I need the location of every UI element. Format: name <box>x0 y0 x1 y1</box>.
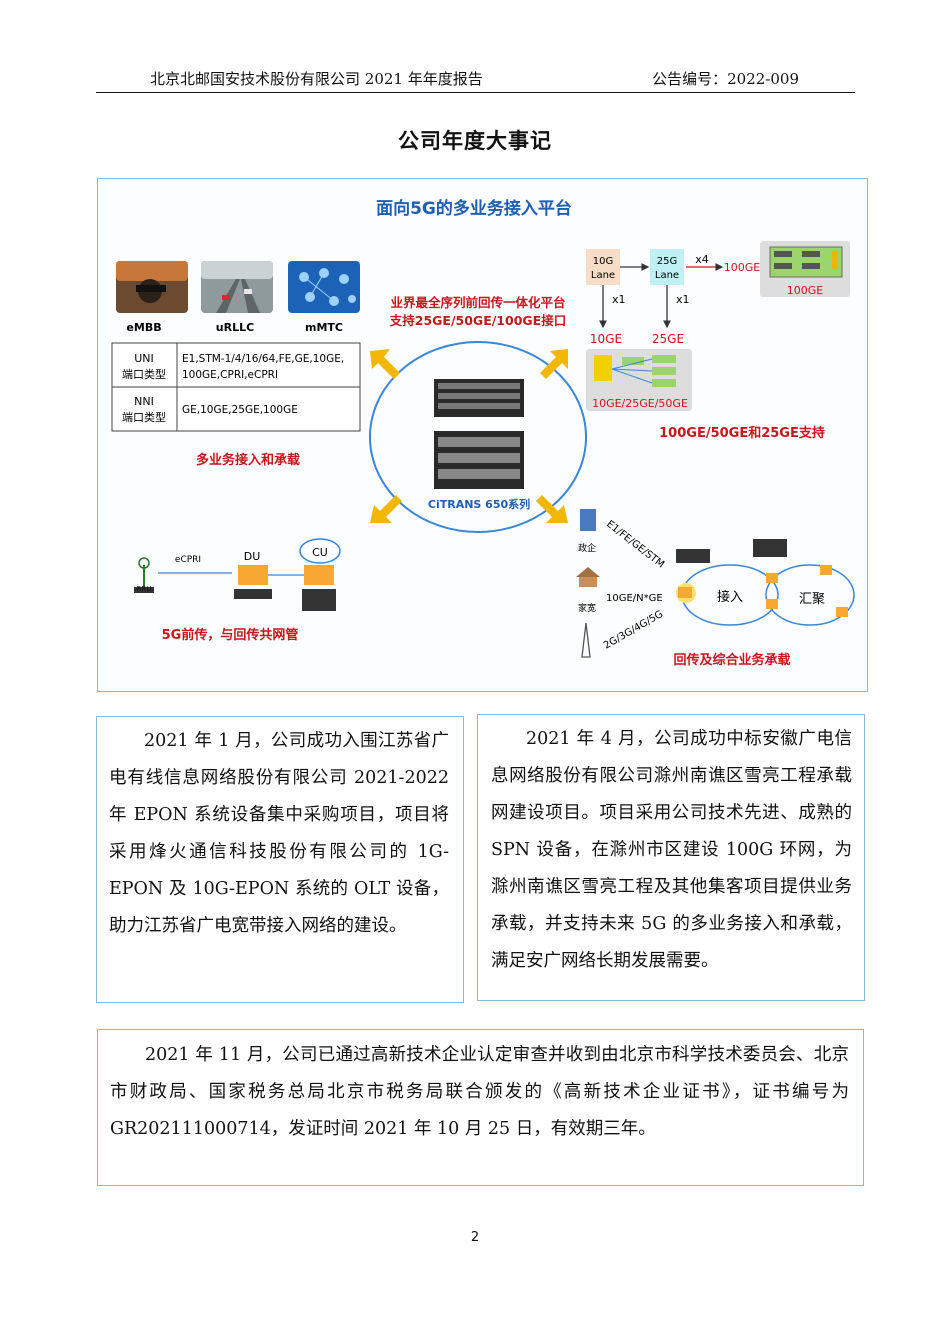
link-mobile: 2G/3G/4G/5G <box>602 609 665 652</box>
event-box-january: 2021 年 1 月，公司成功入围江苏省广电有线信息网络股份有限公司 2021-… <box>96 716 464 1003</box>
uni-values-2: 100GE,CPRI,eCPRI <box>182 369 278 381</box>
lane-10g-1: 10G <box>593 256 613 267</box>
nni-values: GE,10GE,25GE,100GE <box>182 404 298 416</box>
notice-number: 公告编号：2022-009 <box>652 70 799 88</box>
lane-25g-1: 25G <box>657 256 677 267</box>
mmtc-image <box>288 261 360 313</box>
du-box <box>238 565 268 585</box>
backhaul-caption: 回传及综合业务承载 <box>673 652 790 668</box>
embb-image <box>116 261 188 313</box>
board-100ge-label: 100GE <box>787 284 824 297</box>
home-icon <box>576 567 600 587</box>
page-number: 2 <box>470 1230 480 1245</box>
ecpri-label: eCPRI <box>175 555 201 565</box>
ge25-label: 25GE <box>652 332 684 346</box>
center-caption-1: 业界最全序列前回传一体化平台 <box>390 295 565 310</box>
scenario-embb: eMBB <box>126 321 161 334</box>
aggregation-label: 汇聚 <box>799 592 825 607</box>
du-label: DU <box>244 550 261 563</box>
link-gov: E1/FE/GE/STM <box>604 519 666 571</box>
ge10-label: 10GE <box>590 332 622 346</box>
uni-values-1: E1,STM-1/4/16/64,FE,GE,10GE, <box>182 353 344 365</box>
cu-cloud: CU <box>299 538 341 564</box>
access-label: 接入 <box>717 589 743 605</box>
arrows <box>370 349 568 523</box>
board-100ge <box>760 241 850 297</box>
rru-label: RRU <box>137 585 152 593</box>
lane-10g-2: Lane <box>591 270 615 281</box>
center-caption-2: 支持25GE/50GE/100GE接口 <box>389 313 566 328</box>
page-header: 北京北邮国安技术股份有限公司 2021 年年度报告 公告编号：2022-009 <box>96 64 855 93</box>
left-caption: 多业务接入和承载 <box>196 452 300 468</box>
uni-label-1: UNI <box>134 352 154 365</box>
device-label: CiTRANS 650系列 <box>428 497 530 511</box>
nni-label-1: NNI <box>134 395 154 408</box>
x1a-label: x1 <box>612 293 626 306</box>
lane-10g-box <box>586 249 620 285</box>
board-multi <box>586 349 692 411</box>
citrans-device <box>434 379 524 489</box>
home-label: 家宽 <box>578 602 596 614</box>
page-title: 公司年度大事记 <box>398 129 552 153</box>
aggregation-ring <box>765 564 855 626</box>
out-100ge: 100GE <box>724 261 761 274</box>
center-ring <box>369 341 587 533</box>
lane-25g-box <box>650 249 684 285</box>
gov-label: 政企 <box>578 542 596 554</box>
fronthaul-caption: 5G前传，与回传共网管 <box>162 627 299 643</box>
scenario-urllc: uRLLC <box>216 321 254 334</box>
scenario-mmtc: mMTC <box>305 321 343 334</box>
link-home: 10GE/N*GE <box>606 593 663 604</box>
cu-label: CU <box>312 546 328 559</box>
event-april-text: 2021 年 4 月，公司成功中标安徽广电信息网络股份有限公司滁州南谯区雪亮工程… <box>491 729 852 971</box>
right-caption: 100GE/50GE和25GE支持 <box>659 425 825 441</box>
gov-icon <box>580 509 596 531</box>
event-box-april: 2021 年 4 月，公司成功中标安徽广电信息网络股份有限公司滁州南谯区雪亮工程… <box>477 714 865 1001</box>
x1b-label: x1 <box>676 293 690 306</box>
rru-icon <box>134 557 154 593</box>
platform-diagram: 面向5G的多业务接入平台 eMBB uRLLC mMTC <box>97 178 868 692</box>
uni-label-2: 端口类型 <box>122 367 166 381</box>
nni-label-2: 端口类型 <box>122 410 166 424</box>
board-multi-label: 10GE/25GE/50GE <box>592 397 688 410</box>
report-title: 北京北邮国安技术股份有限公司 2021 年年度报告 <box>150 70 483 88</box>
x4-label: x4 <box>695 253 709 266</box>
tower-icon <box>581 622 591 658</box>
event-january-text: 2021 年 1 月，公司成功入围江苏省广电有线信息网络股份有限公司 2021-… <box>109 731 449 936</box>
port-type-table: UNI 端口类型 E1,STM-1/4/16/64,FE,GE,10GE, 10… <box>111 342 361 432</box>
lane-25g-2: Lane <box>655 270 679 281</box>
event-november-text: 2021 年 11 月，公司已通过高新技术企业认定审查并收到由北京市科学技术委员… <box>110 1045 849 1139</box>
urllc-image <box>201 261 273 313</box>
diagram-title: 面向5G的多业务接入平台 <box>376 198 572 219</box>
event-box-november: 2021 年 11 月，公司已通过高新技术企业认定审查并收到由北京市科学技术委员… <box>97 1029 864 1186</box>
